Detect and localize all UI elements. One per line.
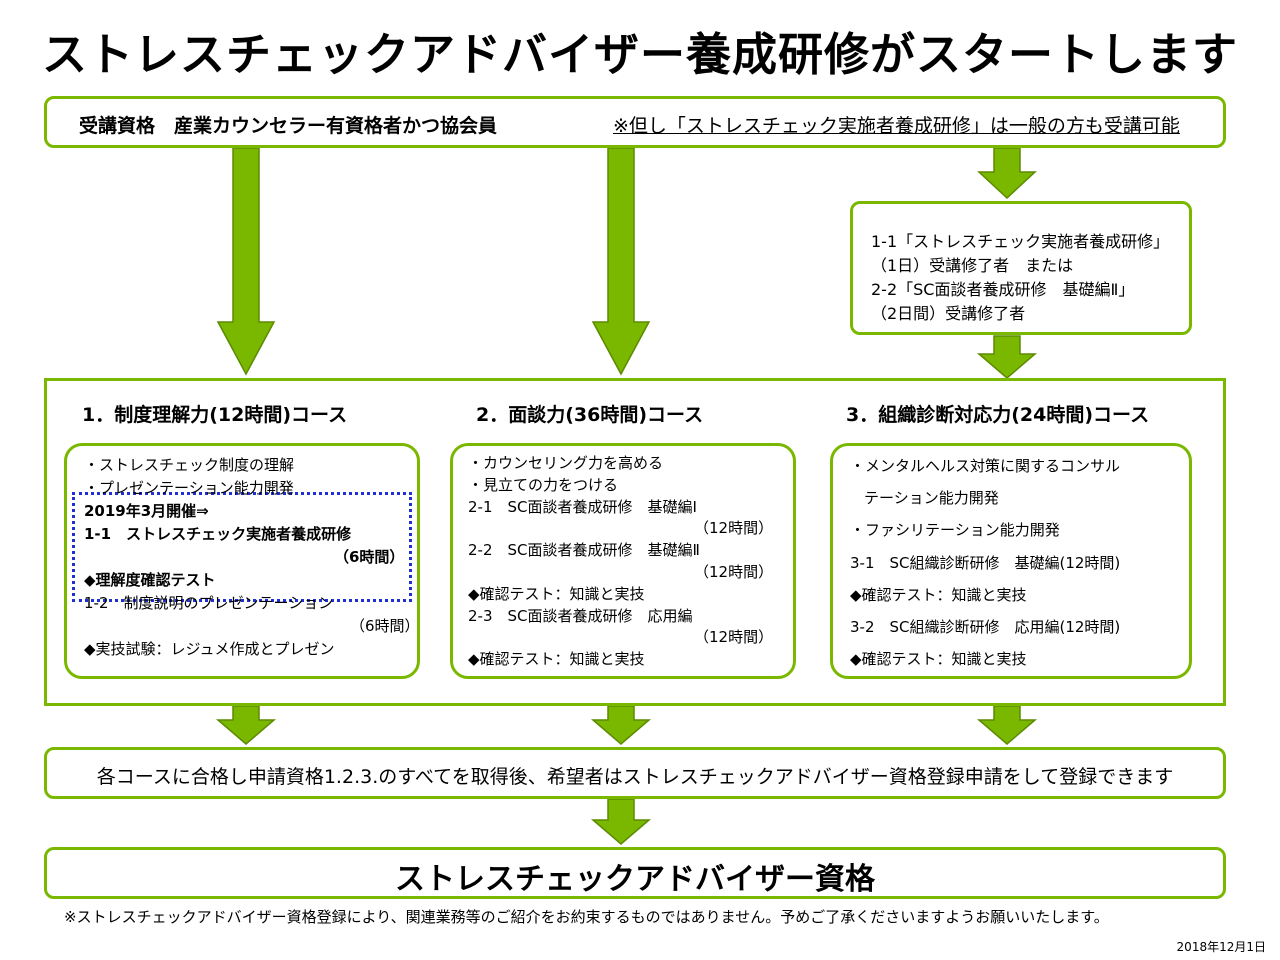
final-qualification: ストレスチェックアドバイザー資格 bbox=[395, 862, 875, 897]
course-2-line: ◆確認テスト：知識と実技 bbox=[468, 650, 645, 669]
course-2-line: （12時間） bbox=[694, 519, 774, 538]
prerequisite-line: 2-2「SC面談者養成研修 基礎編Ⅱ」 bbox=[871, 280, 1135, 299]
course-2-line: 2-2 SC面談者養成研修 基礎編Ⅱ bbox=[468, 541, 700, 560]
qualification-box: 受講資格 産業カウンセラー有資格者かつ協会員 ※但し「ストレスチェック実施者養成… bbox=[44, 96, 1226, 148]
course-1-line: （6時間） bbox=[334, 548, 405, 566]
course-3-line: ・メンタルヘルス対策に関するコンサル bbox=[850, 457, 1121, 475]
course-1-line: ・ストレスチェック制度の理解 bbox=[84, 456, 295, 474]
arrow-down-icon bbox=[976, 335, 1038, 379]
arrow-down-icon bbox=[590, 705, 652, 745]
course-3-line: ・ファシリテーション能力開発 bbox=[850, 521, 1060, 540]
course-3-line: 3-1 SC組織診断研修 基礎編(12時間) bbox=[850, 553, 1121, 572]
prerequisite-line: （2日間）受講修了者 bbox=[871, 304, 1026, 323]
course-1-line: ◆理解度確認テスト bbox=[84, 571, 216, 589]
course-3-line: 3-2 SC組織診断研修 応用編(12時間) bbox=[850, 618, 1121, 636]
qualification-main: 受講資格 産業カウンセラー有資格者かつ協会員 bbox=[79, 115, 498, 137]
course-3-line: ◆確認テスト：知識と実技 bbox=[850, 650, 1027, 669]
course-2-box bbox=[450, 443, 796, 679]
course-1-line: 1-2 制度説明のプレゼンテーション bbox=[84, 594, 334, 612]
course-3-line: ◆確認テスト：知識と実技 bbox=[850, 585, 1027, 604]
prerequisite-line: （1日）受講修了者 または bbox=[871, 256, 1074, 275]
page-title: ストレスチェックアドバイザー養成研修がスタートします bbox=[41, 28, 1238, 81]
date: 2018年12月1日 bbox=[1176, 940, 1266, 954]
arrow-down-icon bbox=[590, 798, 652, 845]
course-2-line: （12時間） bbox=[694, 628, 774, 647]
course-2-line: 2-1 SC面談者養成研修 基礎編Ⅰ bbox=[468, 497, 697, 516]
arrow-down-icon bbox=[591, 147, 651, 376]
result-box: 各コースに合格し申請資格1.2.3.のすべてを取得後、希望者はストレスチェックア… bbox=[44, 747, 1226, 799]
prerequisite-box: 1-1「ストレスチェック実施者養成研修」 （1日）受講修了者 または 2-2「S… bbox=[850, 201, 1192, 335]
highlight-dotted-box bbox=[72, 492, 412, 602]
course-1-line: ・プレゼンテーション能力開発 bbox=[84, 479, 294, 497]
course-2-line: （12時間） bbox=[694, 563, 774, 581]
prerequisite-line: 1-1「ストレスチェック実施者養成研修」 bbox=[871, 232, 1170, 251]
course-1-title: 1．制度理解力(12時間)コース bbox=[82, 404, 348, 426]
final-box: ストレスチェックアドバイザー資格 bbox=[44, 847, 1226, 899]
course-2-line: ・見立ての力をつける bbox=[468, 475, 619, 494]
course-2-title: 2．面談力(36時間)コース bbox=[476, 404, 704, 426]
course-2-line: ◆確認テスト：知識と実技 bbox=[468, 584, 645, 603]
arrow-down-icon bbox=[977, 147, 1037, 200]
course-2-line: ・カウンセリング力を高める bbox=[468, 454, 664, 472]
course-1-line: （6時間） bbox=[350, 617, 420, 635]
footnote: ※ストレスチェックアドバイザー資格登録により、関連業務等のご紹介をお約束するもの… bbox=[64, 908, 1109, 926]
course-1-line: 2019年3月開催⇒ bbox=[84, 502, 209, 520]
result-text: 各コースに合格し申請資格1.2.3.のすべてを取得後、希望者はストレスチェックア… bbox=[96, 766, 1174, 788]
arrow-down-icon bbox=[976, 705, 1038, 745]
course-1-box bbox=[64, 443, 420, 679]
arrow-down-icon bbox=[216, 147, 276, 376]
arrow-down-icon bbox=[215, 705, 277, 745]
course-3-line: テーション能力開発 bbox=[864, 489, 999, 508]
course-3-box bbox=[830, 443, 1192, 679]
course-2-line: 2-3 SC面談者養成研修 応用編 bbox=[468, 606, 693, 625]
course-1-line: ◆実技試験：レジュメ作成とプレゼン bbox=[84, 640, 335, 658]
qualification-note: ※但し「ストレスチェック実施者養成研修」は一般の方も受講可能 bbox=[613, 115, 1180, 137]
course-1-line: 1-1 ストレスチェック実施者養成研修 bbox=[84, 525, 352, 543]
course-3-title: 3．組織診断対応力(24時間)コース bbox=[846, 404, 1150, 426]
